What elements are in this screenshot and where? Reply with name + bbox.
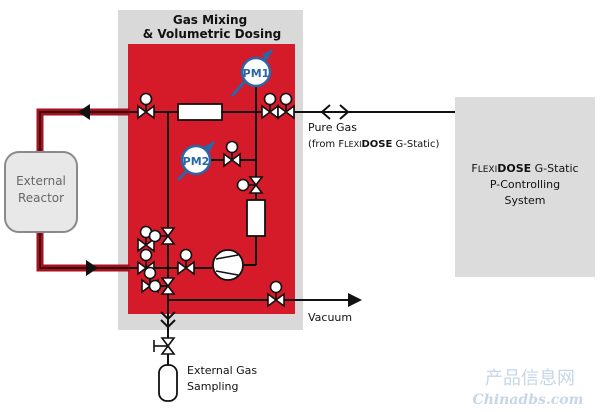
control-system-line3: System [504,194,545,207]
pm2-gauge-icon [176,140,220,182]
reactor-label-line1: External [16,174,66,188]
pm1-label: PM1 [243,67,270,80]
inflow-arrow-icon [86,260,98,276]
gas-sampling-cylinder-icon [158,364,178,402]
dosing-volume [246,199,266,237]
pure-gas-source: (from FLEXIDOSE G-Static) [308,139,439,150]
sampling-label-line2: Sampling [187,380,239,393]
module-title-line2: & Volumetric Dosing [143,27,281,41]
reactor-label-line2: Reactor [18,191,64,205]
pm1-gauge-icon [230,49,274,112]
outflow-arrow-icon [78,104,90,120]
module-title-line1: Gas Mixing [173,13,247,27]
reactor-loop-inner [39,111,130,269]
sampling-label-line1: External Gas [187,364,257,377]
vacuum-label: Vacuum [308,311,352,324]
control-system-line2: P-Controlling [490,178,560,191]
control-system-line1: FLEXIDOSE G-Static [471,162,578,175]
pure-gas-label: Pure Gas [308,121,357,134]
control-system-box [455,97,595,277]
sampling-valve-icon [153,337,176,355]
vacuum-arrow-icon [348,293,362,307]
external-reactor [4,151,78,233]
pump-icon [212,249,244,281]
pure-gas-line [300,104,455,120]
pm2-label: PM2 [183,155,210,168]
flow-restrictor [177,103,223,121]
watermark-en: Chinadbs.com [473,392,584,408]
watermark-cn: 产品信息网 [485,368,575,389]
